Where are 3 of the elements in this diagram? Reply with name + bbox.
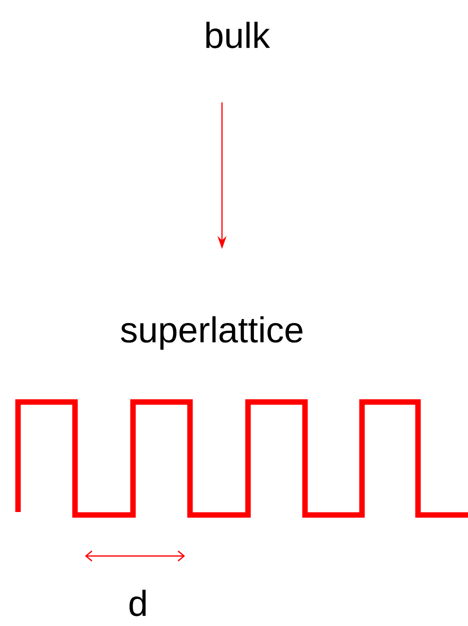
- node-label: superlattice: [120, 316, 302, 350]
- node-label: bulk: [206, 22, 270, 48]
- dimension-label: d: [130, 590, 146, 616]
